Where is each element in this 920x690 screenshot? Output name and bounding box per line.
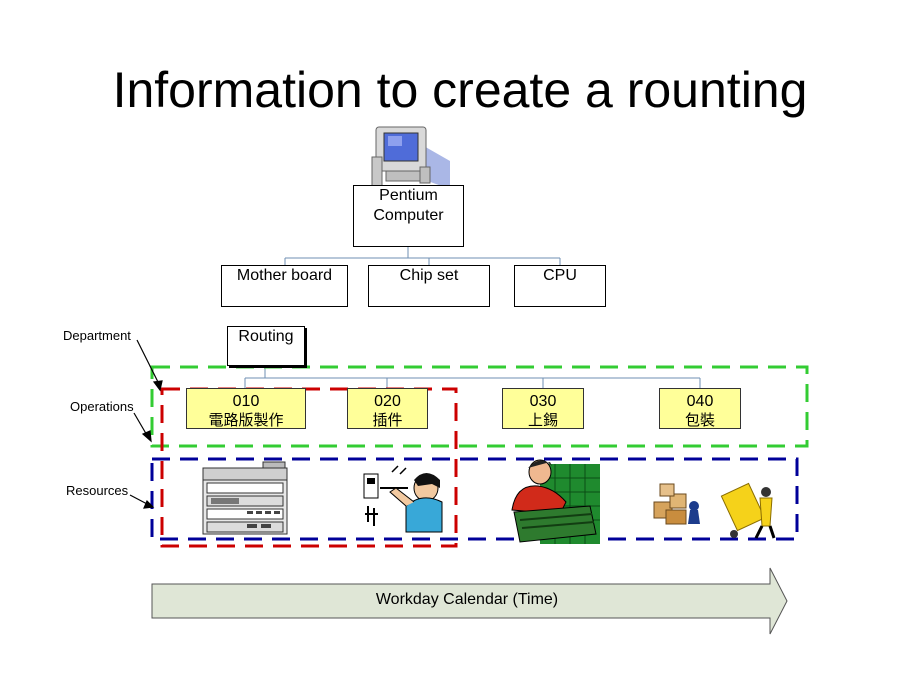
operations-label: Operations <box>70 399 134 414</box>
slide-title: Information to create a rounting <box>112 62 808 118</box>
operation-010: 010 電路版製作 <box>186 388 306 429</box>
workday-calendar-label: Workday Calendar (Time) <box>375 591 559 608</box>
component-chip-set: Chip set <box>368 265 490 307</box>
operation-030: 030 上錫 <box>502 388 584 429</box>
resources-label: Resources <box>66 483 129 498</box>
department-leader <box>136 339 161 387</box>
operation-040: 040 包裝 <box>659 388 741 429</box>
operation-name: 電路版製作 <box>208 411 284 429</box>
component-cpu: CPU <box>514 265 606 307</box>
operation-code: 020 <box>374 393 401 410</box>
product-line-2: Computer <box>373 207 444 224</box>
operation-code: 030 <box>529 393 557 410</box>
operation-020: 020 插件 <box>347 388 428 429</box>
department-group-outline <box>150 365 809 448</box>
operation-name: 上錫 <box>527 411 558 429</box>
worker-soldering-icon <box>363 465 443 533</box>
operation-connectors <box>244 366 701 388</box>
stereo-equipment-icon <box>202 461 288 535</box>
operation-code: 040 <box>686 393 714 410</box>
tree-connectors <box>284 247 561 265</box>
operations-group-outline <box>160 387 458 548</box>
department-label: Department <box>63 328 131 343</box>
component-mother-board: Mother board <box>221 265 348 307</box>
packages-and-dolly-icon <box>653 482 776 539</box>
resources-group-outline <box>150 457 799 541</box>
operation-code: 010 <box>232 393 260 410</box>
operation-name: 包裝 <box>684 411 715 429</box>
computer-icon <box>371 126 450 189</box>
product-line-1: Pentium <box>379 187 438 204</box>
worker-with-crate-icon <box>511 459 600 544</box>
calendar-arrow <box>151 567 788 635</box>
operation-name: 插件 <box>372 411 403 429</box>
routing-box: Routing <box>227 326 305 366</box>
product-box: Pentium Computer <box>353 185 464 247</box>
